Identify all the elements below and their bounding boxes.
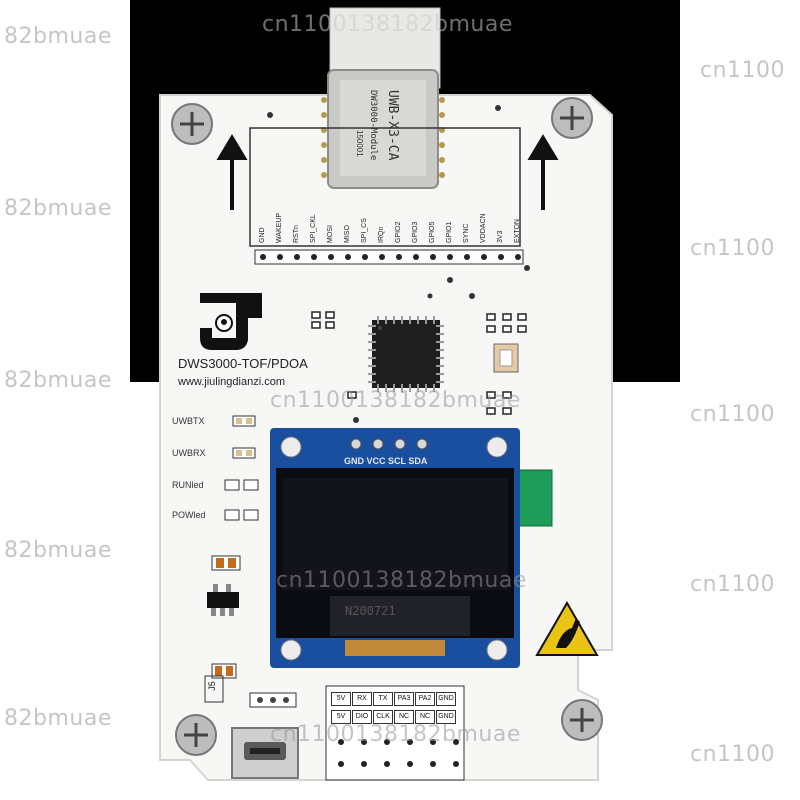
grid-pin-label: TX — [373, 692, 393, 706]
grid-pin-label: RX — [352, 692, 372, 706]
led-label-runled: RUNled — [172, 480, 204, 490]
header-pin-label: MOSI — [327, 225, 334, 243]
module-label-line1: UWB-X3-CA — [385, 90, 400, 161]
screw-top-right — [551, 97, 593, 139]
board-url: www.jiulingdianzi.com — [178, 376, 285, 388]
oled-code: N200721 — [345, 604, 396, 618]
header-pins — [254, 249, 524, 265]
header-pin-label: VDDACN — [480, 213, 487, 243]
led-label-uwbrx: UWBRX — [172, 448, 206, 458]
smd-components — [207, 311, 527, 679]
grid-pin-label: NC — [415, 710, 435, 724]
header-pin-label: IRQn — [378, 226, 385, 243]
small-connector — [249, 692, 297, 708]
header-pin-label: 3V3 — [497, 230, 504, 243]
header-pin-label: MISO — [344, 225, 351, 243]
grid-pin-label: PA3 — [394, 692, 414, 706]
watermark: cn1100138182bmuae — [276, 568, 527, 593]
watermark: cn1100 — [690, 236, 776, 261]
board-title: DWS3000-TOF/PDOA — [178, 356, 308, 371]
esd-warning-icon — [535, 600, 599, 656]
mcu-chip — [368, 316, 444, 392]
watermark: 82bmuae — [4, 538, 112, 563]
header-pin-label: GPIO5 — [429, 221, 436, 243]
grid-pin-label: CLK — [373, 710, 393, 724]
oled-pin-labels: GND VCC SCL SDA — [344, 456, 428, 466]
header-pin-label: SYNC — [463, 223, 470, 243]
module-code: 150001 — [355, 130, 364, 157]
watermark: cn1100 — [690, 742, 776, 767]
grid-pin-label: NC — [394, 710, 414, 724]
company-logo — [200, 293, 262, 350]
mounting-screws — [171, 97, 603, 756]
watermark: 82bmuae — [4, 368, 112, 393]
grid-pin-label: GND — [436, 692, 456, 706]
header-pin-label: WAKEUP — [276, 212, 283, 243]
watermark: cn1100138182bmuae — [270, 722, 521, 747]
grid-pin-label: PA2 — [415, 692, 435, 706]
header-pin-label: GND — [259, 227, 266, 243]
header-pin-label: SPI_CKL — [310, 214, 317, 243]
header-pin-label: EXTON — [514, 219, 521, 243]
voltage-regulator — [207, 592, 239, 608]
watermark: cn1100 — [690, 402, 776, 427]
jumper-j5 — [204, 675, 224, 703]
watermark: 82bmuae — [4, 706, 112, 731]
grid-pin-label: DIO — [352, 710, 372, 724]
grid-pin-label: 5V — [331, 710, 351, 724]
watermark: cn1100 — [690, 572, 776, 597]
header-pin-label: SPI_CS — [361, 218, 368, 243]
vias — [267, 105, 530, 423]
oled-module — [270, 428, 520, 668]
screw-top-left — [171, 103, 213, 145]
arrow-icons — [216, 134, 559, 210]
header-pin-label: GPIO3 — [412, 221, 419, 243]
micro-usb-port — [231, 727, 299, 779]
header-silkscreen-box — [249, 127, 521, 247]
header-pin-label: RSTn — [293, 225, 300, 243]
led-label-uwbtx: UWBTX — [172, 416, 205, 426]
watermark: 82bmuae — [4, 24, 112, 49]
screw-bottom-right — [561, 699, 603, 741]
module-label-line2: DW3000-Module — [368, 90, 378, 161]
watermark: 82bmuae — [4, 196, 112, 221]
watermark: cn1100138182bmuae — [270, 388, 521, 413]
watermark: cn1100 — [700, 58, 786, 83]
grid-pin-label: 5V — [331, 692, 351, 706]
jumper-label: J5 — [206, 681, 217, 691]
status-leds — [224, 415, 259, 521]
header-pin-label: GPIO1 — [446, 221, 453, 243]
led-label-powled: POWled — [172, 510, 206, 520]
header-pin-label: GPIO2 — [395, 221, 402, 243]
grid-pin-label: GND — [436, 710, 456, 724]
screw-bottom-left — [175, 714, 217, 756]
watermark: cn1100138182bmuae — [262, 12, 513, 37]
